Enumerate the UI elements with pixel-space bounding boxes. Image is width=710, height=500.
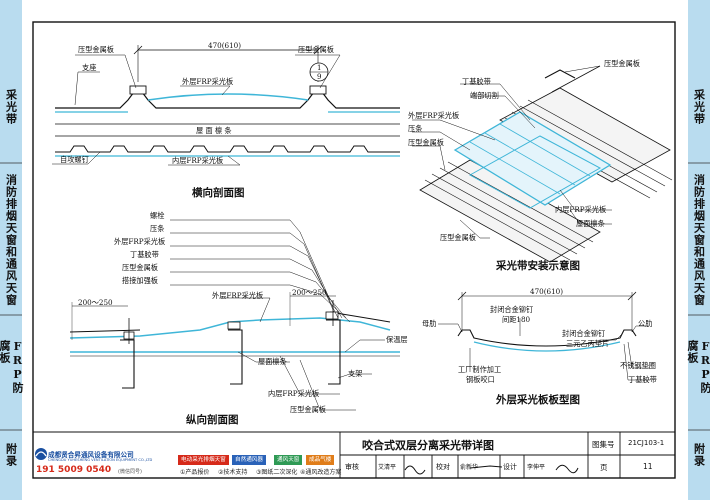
long-butyl-label: 丁基胶带 — [130, 250, 159, 259]
long-bracket-label: 支架 — [348, 369, 363, 378]
left-index-appendix[interactable]: 附录 — [4, 443, 18, 467]
title-block-grid — [339, 432, 675, 478]
transverse-outer-frp-label: 外层FRP采光板 — [182, 77, 234, 86]
long-metal-bottom-label: 压型金属板 — [290, 405, 326, 414]
company-name-en: CHENGDU YUHESHENG VENTILATION EQUIPMENT … — [48, 458, 153, 462]
long-inner-frp-label: 内层FRP采光板 — [268, 389, 320, 398]
install-strip-label: 压条 — [408, 124, 423, 133]
transverse-section — [52, 45, 400, 166]
transverse-metal-left-label: 压型金属板 — [78, 45, 114, 54]
drawing-title: 咬合式双层分离采光带详图 — [362, 439, 494, 452]
long-dim-right: 200～250 — [292, 288, 327, 297]
install-metal-left-label: 压型金属板 — [408, 138, 444, 147]
profile-butyl-label: 丁基胶带 — [628, 375, 657, 384]
right-index-band — [688, 0, 710, 500]
profile-rivet-right-label: 封闭合金铆钉 — [562, 329, 606, 338]
transverse-caption: 横向剖面图 — [192, 187, 245, 199]
install-outer-frp-label: 外层FRP采光板 — [408, 111, 460, 120]
right-index-frp-board[interactable]: FRP防腐板 — [686, 340, 710, 394]
transverse-screw-label: 自攻螺钉 — [60, 155, 89, 164]
review-label: 审核 — [345, 463, 359, 471]
profile-rivet-top-label: 封闭合金铆钉 — [490, 305, 534, 314]
install-isometric — [412, 65, 673, 263]
long-outer-frp-label: 外层FRP采光板 — [114, 237, 166, 246]
transverse-metal-right-label: 压型金属板 — [298, 45, 334, 54]
reviewer-name: 艾清平 — [378, 464, 397, 471]
service-quote: ①产品报价 — [180, 469, 210, 476]
right-index-smoke-vent[interactable]: 消防排烟天窗和通风天窗 — [692, 174, 706, 306]
check-label: 校对 — [436, 463, 450, 471]
long-outer-frp-mid-label: 外层FRP采光板 — [212, 291, 264, 300]
tag-natural-ventilator: 自然通风器 — [232, 455, 266, 465]
service-retrofit: ④通风改造方案 — [300, 469, 342, 476]
service-tech: ②技术支持 — [218, 469, 248, 476]
transverse-support-label: 支座 — [82, 63, 97, 72]
profile-steel-lock-label: 钢板咬口 — [466, 375, 495, 384]
long-reinforce-label: 搭接加强板 — [122, 276, 158, 285]
transverse-dimension: 470(610) — [208, 41, 242, 50]
company-logo-icon — [35, 448, 47, 460]
install-metal-bottom-label: 压型金属板 — [440, 233, 476, 242]
left-index-frp-board[interactable]: FRP防腐板 — [0, 340, 24, 394]
page-number: 11 — [643, 462, 653, 471]
design-label: 设计 — [503, 463, 517, 471]
tag-electric-window: 电动采光排烟天窗 — [178, 455, 229, 465]
detail-ref-bottom: 9 — [317, 73, 322, 81]
left-index-band — [0, 0, 22, 500]
long-strip-label: 压条 — [150, 224, 165, 233]
install-butyl-label: 丁基胶带 — [462, 77, 491, 86]
page-label: 页 — [600, 463, 608, 472]
service-drawing: ③图纸二次深化 — [256, 469, 298, 476]
tag-roof-ventilator: 成品气楼 — [306, 455, 335, 465]
right-index-lighting-strip[interactable]: 采光带 — [692, 89, 706, 125]
atlas-no: 21CJ103-1 — [628, 439, 665, 447]
longitudinal-caption: 纵向剖面图 — [186, 414, 239, 426]
profile-section — [438, 291, 650, 381]
profile-male-rib-label: 公肋 — [638, 319, 653, 328]
long-metal-label: 压型金属板 — [122, 263, 158, 272]
long-insulation-label: 保温层 — [386, 335, 408, 344]
profile-rivet-spacing-label: 间距180 — [502, 315, 531, 324]
company-phone[interactable]: 191 5009 0540 — [36, 465, 112, 475]
long-purlin-label: 屋面檩条 — [258, 357, 287, 366]
transverse-purlin-label: 屋 面 檩 条 — [196, 126, 232, 135]
profile-factory-label: 工厂制作加工 — [458, 365, 502, 374]
profile-caption: 外层采光板板型图 — [496, 394, 580, 406]
install-metal-top-label: 压型金属板 — [604, 59, 640, 68]
detail-ref-top: 1 — [317, 64, 322, 72]
install-inner-frp-label: 内层FRP采光板 — [555, 205, 607, 214]
install-purlin-label: 屋面檩条 — [576, 219, 605, 228]
profile-epdm-label: 三元乙丙垫片 — [566, 339, 610, 348]
long-dim-left: 200～250 — [78, 298, 113, 307]
drawing-border — [32, 21, 676, 479]
company-name: 成都贤合昇通风设备有限公司 — [48, 451, 134, 459]
profile-dimension: 470(610) — [530, 287, 564, 296]
atlas-no-label: 图集号 — [592, 440, 615, 449]
transverse-inner-frp-label: 内层FRP采光板 — [172, 156, 224, 165]
long-bolt-label: 螺栓 — [150, 211, 165, 220]
left-index-lighting-strip[interactable]: 采光带 — [4, 89, 18, 125]
left-index-smoke-vent[interactable]: 消防排烟天窗和通风天窗 — [4, 174, 18, 306]
designer-name: 李伸平 — [527, 464, 546, 471]
install-end-cut-label: 端部切割 — [470, 91, 499, 100]
install-caption: 采光带安装示意图 — [496, 260, 580, 272]
right-index-appendix[interactable]: 附录 — [692, 443, 706, 467]
profile-ss-washer-label: 不锈钢垫圈 — [620, 361, 656, 370]
longitudinal-section — [69, 219, 400, 411]
checker-name: 俞新华 — [460, 464, 479, 471]
phone-note: (微信同号) — [118, 469, 142, 475]
profile-female-rib-label: 母肋 — [422, 319, 437, 328]
tag-vent-skylight: 通风天窗 — [274, 455, 303, 465]
